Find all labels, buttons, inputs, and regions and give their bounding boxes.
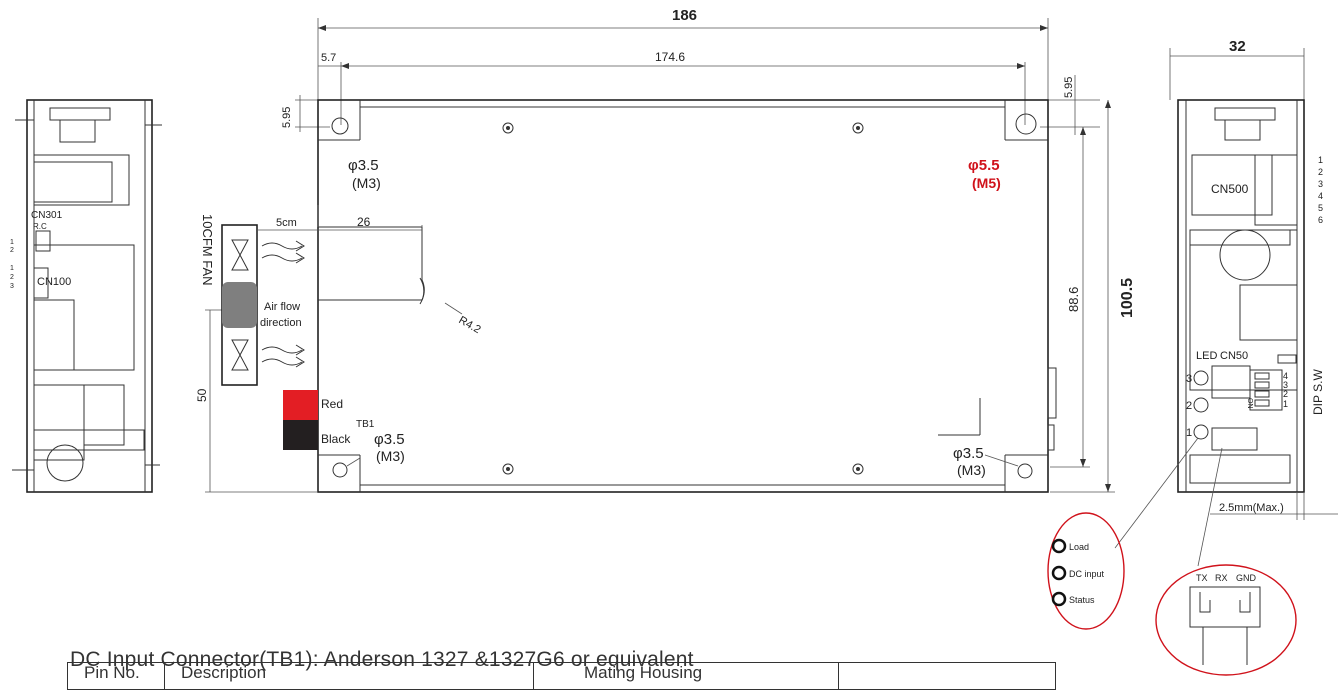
table-header-pin: Pin No. (67, 662, 165, 690)
pin-label: 3 (1283, 380, 1288, 390)
pin-label: 3 (1318, 179, 1323, 189)
airflow-line1: Air flow (264, 301, 300, 313)
rc-label: R.C (33, 222, 47, 231)
pin-label: 3 (10, 283, 14, 290)
pin-label: 1 (1186, 427, 1192, 439)
cn301-label: CN301 (31, 210, 63, 221)
pin-label: 4 (1318, 191, 1323, 201)
dip-label: DIP S.W (1311, 369, 1325, 415)
fan-height-label: 50 (195, 388, 209, 402)
cn50-label: CN50 (1220, 350, 1248, 362)
dip-on-label: ON (1246, 398, 1253, 409)
pin-label: 2 (1318, 167, 1323, 177)
table-row: Pin No. Description Mating Housing (67, 662, 1056, 690)
led-callout: Load DC input Status (1047, 512, 1125, 630)
callout-led-load: Load (1069, 542, 1089, 552)
right-side-view: 32 CN500 1 2 3 4 5 6 LED CN50 DIP S.W ON (1114, 38, 1338, 567)
dim-offset-y-right: 5.95 (1040, 75, 1100, 135)
led-icon (1193, 370, 1209, 440)
hole-bottom-right (1017, 463, 1033, 479)
callout-led-dc: DC input (1069, 569, 1105, 579)
hole-top-left (331, 117, 349, 135)
dim-offset-y-left: 5.95 (281, 95, 330, 132)
dip-switch-icon (1254, 372, 1270, 407)
offset-y-right-label: 5.95 (1063, 77, 1075, 98)
pin-label: 5 (1318, 203, 1323, 213)
callout-tx: TX (1196, 573, 1208, 583)
hole-tl-dia: φ3.5 (348, 157, 379, 174)
hole-bl-thread: (M3) (376, 448, 405, 464)
table-header-blank (838, 662, 1056, 690)
pin-label: 1 (1318, 155, 1323, 165)
hole-top-right (1015, 113, 1037, 135)
terminal-name: TB1 (356, 419, 375, 430)
connector-table: Pin No. Description Mating Housing (67, 662, 1056, 690)
main-top-view: 26 R4.2 φ3.5 (M3) φ5.5 (M5) φ3.5 (M3) φ3… (317, 99, 1057, 493)
callout-gnd: GND (1236, 573, 1257, 583)
width-label: 32 (1229, 38, 1246, 55)
cn500-pins: 1 2 3 4 5 6 (1318, 155, 1323, 225)
pin-label: 3 (1186, 373, 1192, 385)
pin-label: 2 (1283, 389, 1288, 399)
fan: 50 10CFM FAN Air flow direction 5cm (195, 214, 318, 493)
table-header-housing: Mating Housing (533, 662, 839, 690)
pin-label: 1 (10, 239, 14, 246)
pin-label: 1 (1283, 399, 1288, 409)
offset-y-left-label: 5.95 (281, 107, 293, 128)
dim-vertical: 88.6 100.5 (1050, 100, 1136, 493)
pin-label: 6 (1318, 215, 1323, 225)
callout-rx: RX (1215, 573, 1228, 583)
pin-label: 1 (10, 265, 14, 272)
terminal-black (283, 420, 318, 450)
hole-bl-dia: φ3.5 (374, 431, 405, 448)
hole-bottom-left (332, 462, 348, 478)
pin-label: 4 (1283, 371, 1288, 381)
cn100-label: CN100 (37, 276, 71, 288)
led-label: LED (1196, 350, 1217, 362)
fan-label: 10CFM FAN (200, 214, 215, 286)
cn500-label: CN500 (1211, 182, 1249, 196)
terminal-red (283, 390, 318, 420)
terminal-black-label: Black (321, 432, 351, 446)
dim-hole-span: 174.6 5.7 (318, 50, 1026, 125)
airflow-arrow-icon (261, 240, 305, 368)
clearance-label: 2.5mm(Max.) (1219, 502, 1284, 514)
terminal-red-label: Red (321, 397, 343, 411)
hole-br-dia: φ3.5 (953, 445, 984, 462)
screw-icon (502, 122, 864, 475)
slot-radius-label: R4.2 (457, 314, 483, 336)
hole-span-label: 174.6 (655, 50, 685, 64)
pin-label: 2 (10, 247, 14, 254)
terminal-tb1: Red Black TB1 (283, 390, 375, 450)
height-total-label: 100.5 (1119, 278, 1136, 318)
left-side-view: CN301 R.C 1 2 CN100 1 2 3 (10, 99, 162, 493)
table-header-description: Description (164, 662, 534, 690)
hole-tl-thread: (M3) (352, 175, 381, 191)
fan-hub (222, 282, 257, 328)
mechanical-drawing: 186 174.6 5.7 5.95 5.95 88.6 100.5 (10, 7, 1338, 676)
slot-width-label: 26 (357, 215, 371, 229)
cn50-callout: TX RX GND (1155, 564, 1297, 676)
callout-led-status: Status (1069, 595, 1095, 605)
edge-offset-x-label: 5.7 (321, 52, 336, 64)
fan-distance-label: 5cm (276, 217, 297, 229)
hole-tr-thread: (M5) (972, 175, 1001, 191)
dim-overall-length: 186 (317, 7, 1049, 100)
overall-length-label: 186 (672, 7, 697, 24)
hole-br-thread: (M3) (957, 462, 986, 478)
airflow-line2: direction (260, 317, 302, 329)
pin-label: 2 (1186, 400, 1192, 412)
fan-blade-icon (231, 239, 249, 371)
hole-tr-dia: φ5.5 (968, 157, 1000, 174)
hole-span-vertical-label: 88.6 (1066, 287, 1081, 312)
pin-label: 2 (10, 274, 14, 281)
